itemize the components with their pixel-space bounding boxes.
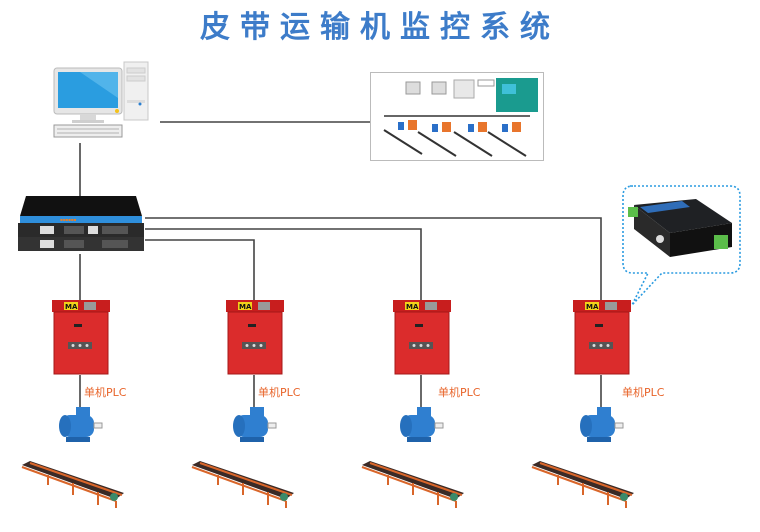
- industrial-switch-icon: ▪▪▪▪▪▪: [18, 196, 144, 251]
- svg-text:▪▪▪▪▪▪: ▪▪▪▪▪▪: [60, 217, 77, 222]
- plc-cabinet-icon: MA: [52, 300, 110, 375]
- plc-label: 单机PLC: [438, 386, 481, 399]
- motor-icon: [400, 407, 444, 442]
- svg-text:MA: MA: [586, 303, 599, 311]
- svg-text:MA: MA: [406, 303, 419, 311]
- belt-conveyor-icon: [21, 461, 124, 508]
- converter-callout: [622, 185, 741, 306]
- plc-label: 单机PLC: [622, 386, 665, 399]
- motor-icon: [580, 407, 624, 442]
- plc-label: 单机PLC: [84, 386, 127, 399]
- wire-switch-to-plc2: [145, 239, 255, 300]
- plc-cabinet-icon: MA: [226, 300, 284, 375]
- svg-text:MA: MA: [239, 303, 252, 311]
- belt-conveyor-icon: [191, 461, 294, 508]
- belt-conveyor-icon: [531, 461, 634, 508]
- plc-cabinet-icon: MA: [573, 300, 631, 375]
- belt-conveyor-icon: [361, 461, 464, 508]
- motor-icon: [59, 407, 103, 442]
- wire-switch-to-plc4: [145, 217, 602, 300]
- plc-cabinet-icon: MA: [393, 300, 451, 375]
- plc-label: 单机PLC: [258, 386, 301, 399]
- motor-icon: [233, 407, 277, 442]
- diagram-title: 皮带运输机监控系统: [200, 10, 560, 45]
- wire-switch-to-plc3: [145, 228, 422, 300]
- svg-text:MA: MA: [65, 303, 78, 311]
- computer-icon: [53, 61, 149, 138]
- serial-converter-icon: [628, 199, 732, 257]
- scada-screenshot: [370, 72, 544, 161]
